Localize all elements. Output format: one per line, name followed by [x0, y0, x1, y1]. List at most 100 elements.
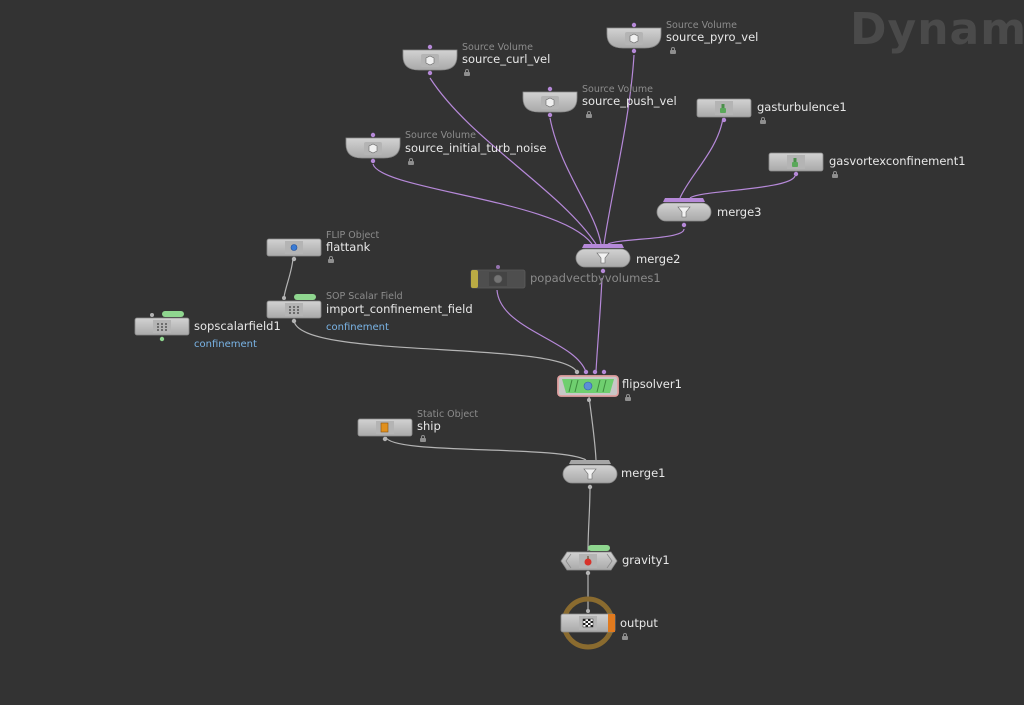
input-connector[interactable] [150, 313, 154, 317]
output-connector[interactable] [382, 436, 388, 442]
node-source_curl_vel[interactable] [402, 44, 458, 76]
node-name-label[interactable]: source_curl_vel [462, 52, 551, 66]
lock-icon [622, 633, 628, 640]
node-name-label[interactable]: flattank [326, 240, 371, 254]
node-name-label[interactable]: source_push_vel [582, 94, 677, 108]
node-output[interactable] [560, 596, 616, 650]
output-connector[interactable] [587, 484, 593, 490]
input-connector[interactable] [370, 132, 376, 138]
lock-icon [670, 47, 676, 54]
cube-icon [425, 55, 435, 66]
wire-ship-to-merge1 [385, 436, 587, 461]
particle-icon [493, 274, 503, 284]
output-connector[interactable] [291, 256, 297, 262]
input-connector[interactable] [574, 369, 580, 375]
bottle-icon [792, 158, 798, 167]
node-name-label[interactable]: source_pyro_vel [666, 30, 759, 44]
checker-flag-icon [582, 618, 594, 628]
node-flipsolver1[interactable] [557, 369, 619, 402]
lock-icon [760, 117, 766, 124]
wire-gasturb-to-merge3 [679, 117, 724, 199]
node-name-label[interactable]: gasturbulence1 [757, 100, 847, 114]
output-connector[interactable] [547, 112, 553, 118]
output-connector[interactable] [721, 117, 727, 123]
node-comment-label: confinement [326, 322, 389, 333]
node-flattank[interactable] [266, 238, 322, 262]
output-connector[interactable] [681, 222, 687, 228]
wire-merge3-to-merge2 [607, 228, 685, 245]
node-type-label: FLIP Object [326, 230, 380, 241]
node-import_confinement_field[interactable] [266, 294, 322, 324]
node-gasvortexconfinement1[interactable] [768, 152, 824, 177]
network-context-watermark: Dynamic [850, 4, 1024, 55]
lock-icon [408, 158, 414, 165]
orange-box-icon [380, 422, 389, 433]
node-gravity1[interactable] [560, 545, 618, 576]
output-connector[interactable] [291, 318, 297, 324]
output-connector[interactable] [585, 570, 591, 576]
input-connector[interactable] [586, 609, 590, 613]
node-source_pyro_vel[interactable] [606, 22, 662, 54]
node-name-label[interactable]: merge1 [621, 466, 666, 480]
wire-initturb-to-merge2 [372, 163, 593, 245]
node-name-label[interactable]: ship [417, 419, 441, 433]
node-gasturbulence1[interactable] [696, 98, 752, 123]
node-merge2[interactable] [575, 244, 631, 274]
wire-pyro-to-merge2 [603, 54, 635, 245]
output-connector[interactable] [370, 158, 376, 164]
node-type-label: Source Volume [462, 42, 533, 53]
input-connector[interactable] [282, 296, 286, 300]
wire-vortex-to-merge3 [689, 175, 796, 199]
node-type-label: Source Volume [666, 20, 737, 31]
node-name-label[interactable]: merge2 [636, 252, 681, 266]
node-type-label: Static Object [417, 409, 479, 420]
cube-icon [368, 143, 378, 154]
node-ship[interactable] [357, 418, 413, 442]
wire-flattank-to-import [283, 257, 294, 298]
wire-flipsolver-to-merge1 [588, 396, 597, 461]
node-name-label[interactable]: merge3 [717, 205, 762, 219]
wire-popadvect-to-flipsolver [496, 289, 587, 373]
output-connector[interactable] [587, 398, 591, 402]
input-connector[interactable] [583, 369, 589, 375]
apple-icon [584, 556, 592, 566]
lock-icon [420, 435, 426, 442]
output-connector[interactable] [600, 268, 606, 274]
display-flag[interactable] [608, 614, 615, 632]
node-name-label[interactable]: flipsolver1 [622, 377, 682, 391]
node-name-label[interactable]: output [620, 616, 658, 630]
input-connector[interactable] [496, 265, 500, 269]
node-name-label[interactable]: import_confinement_field [326, 302, 473, 316]
funnel-icon [677, 206, 691, 218]
lock-icon [586, 111, 592, 118]
lock-icon [328, 256, 334, 263]
output-connector[interactable] [427, 70, 433, 76]
input-connector[interactable] [601, 369, 607, 375]
node-source_initial_turb_noise[interactable] [345, 132, 401, 164]
lock-icon [625, 394, 631, 401]
node-type-label: Source Volume [405, 130, 476, 141]
output-connector[interactable] [793, 171, 799, 177]
node-name-label[interactable]: popadvectbyvolumes1 [530, 271, 661, 285]
node-name-label[interactable]: gasvortexconfinement1 [829, 154, 966, 168]
input-connector[interactable] [631, 22, 637, 28]
bottle-icon [720, 104, 726, 113]
blue-sphere-icon [290, 244, 298, 251]
node-sopscalarfield1[interactable] [134, 311, 190, 342]
node-merge1[interactable] [562, 460, 618, 490]
node-popadvectbyvolumes1[interactable] [470, 265, 526, 289]
node-name-label[interactable]: source_initial_turb_noise [405, 141, 547, 155]
node-merge3[interactable] [656, 198, 712, 228]
node-name-label[interactable]: gravity1 [622, 553, 670, 567]
input-connector[interactable] [427, 44, 433, 50]
output-connector[interactable] [159, 336, 165, 342]
output-connector[interactable] [631, 48, 637, 54]
node-type-label: SOP Scalar Field [326, 291, 403, 302]
bypass-flag[interactable] [471, 270, 478, 288]
node-comment-label: confinement [194, 339, 257, 350]
node-name-label[interactable]: sopscalarfield1 [194, 319, 281, 333]
input-connector[interactable] [592, 369, 598, 375]
node-source_push_vel[interactable] [522, 86, 578, 118]
input-connector[interactable] [547, 86, 553, 92]
